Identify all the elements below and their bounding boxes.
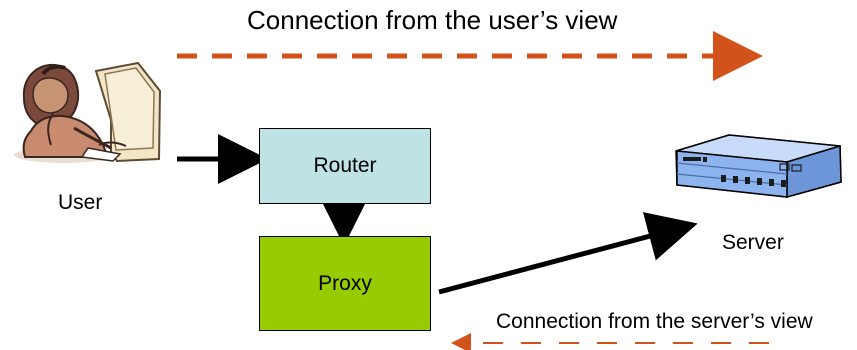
proxy-to-server-arrow [438, 212, 698, 295]
server-view-label: Connection from the server’s view [496, 310, 813, 333]
proxy-box: Proxy [259, 236, 431, 331]
proxy-label: Proxy [318, 271, 372, 295]
user-view-label: Connection from the user’s view [247, 5, 618, 35]
user-label: User [58, 191, 103, 214]
server-icon [675, 134, 842, 198]
router-box: Router [259, 128, 431, 204]
server-label: Server [722, 231, 784, 254]
router-label: Router [313, 154, 377, 177]
user-icon [14, 61, 162, 163]
